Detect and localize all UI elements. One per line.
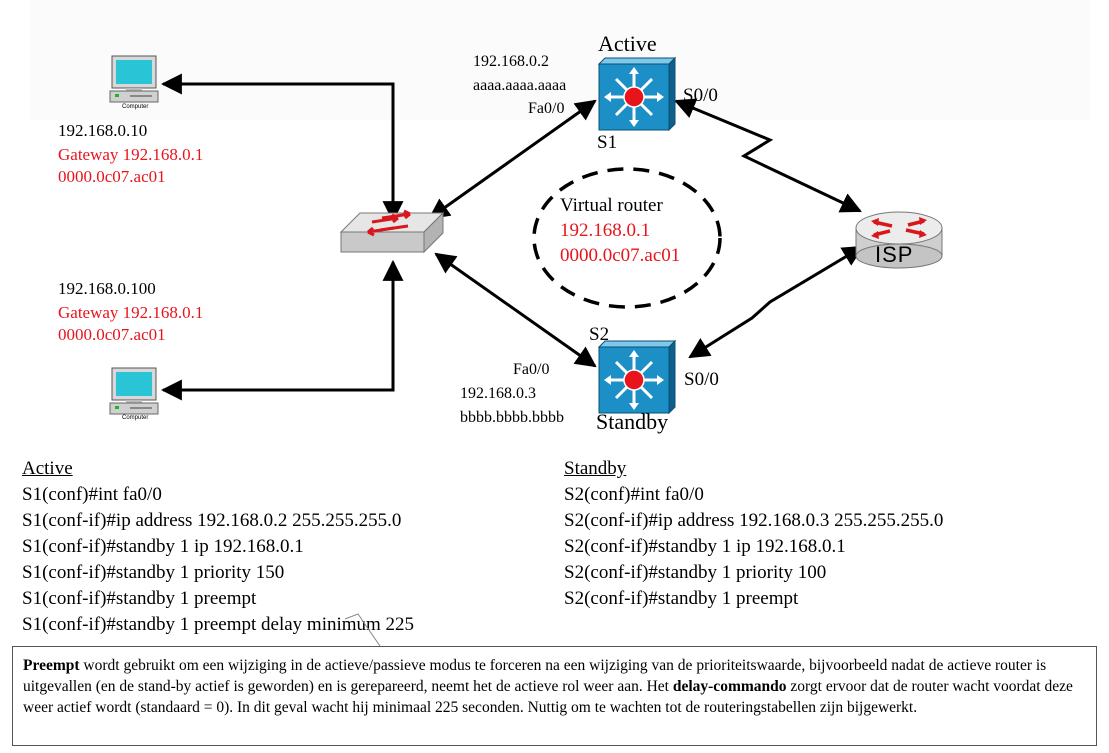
pc1-caption: Computer <box>122 104 149 110</box>
computer-icon-pc2 <box>109 367 159 415</box>
link-pc1-switch <box>160 73 404 223</box>
topology-diagram <box>109 55 943 415</box>
s2-ip: 192.168.0.3 <box>460 385 536 402</box>
link-switch-s2 <box>434 252 597 368</box>
standby-config-line: S2(conf-if)#standby 1 priority 100 <box>564 562 827 583</box>
active-config-line: S1(conf-if)#standby 1 preempt delay mini… <box>22 614 415 635</box>
active-config-line: S1(conf-if)#ip address 192.168.0.2 255.2… <box>22 510 402 531</box>
standby-config-line: S2(conf)#int fa0/0 <box>564 484 704 505</box>
s2-mac: bbbb.bbbb.bbbb <box>460 409 564 426</box>
pc2-caption: Computer <box>122 415 149 421</box>
s2-switch-icon <box>597 339 677 415</box>
standby-config-line: S2(conf-if)#standby 1 ip 192.168.0.1 <box>564 536 846 557</box>
virtual-router-label: Virtual router <box>560 195 663 216</box>
isp-label: ISP <box>875 242 914 267</box>
pc1-ip: 192.168.0.10 <box>58 121 148 140</box>
s2-s0-0-label: S0/0 <box>684 369 719 390</box>
pc1-mac: 0000.0c07.ac01 <box>58 167 166 186</box>
active-config-line: S1(conf-if)#standby 1 ip 192.168.0.1 <box>22 536 304 557</box>
s1-switch-icon <box>597 56 677 132</box>
active-config-line: S1(conf-if)#standby 1 preempt <box>22 588 257 609</box>
note-text-2: zorgt ervoor dat de router wacht voordat… <box>23 678 1073 716</box>
s2-fa0-0-label: Fa0/0 <box>513 361 550 378</box>
isp-router-icon <box>855 211 943 269</box>
active-config-line: S1(conf-if)#standby 1 priority 150 <box>22 562 285 583</box>
pc2-mac: 0000.0c07.ac01 <box>58 325 166 344</box>
link-switch-s1 <box>428 99 597 220</box>
pc2-ip: 192.168.0.100 <box>58 279 156 298</box>
standby-config-line: S2(conf-if)#standby 1 preempt <box>564 588 799 609</box>
pc2-gateway: Gateway 192.168.0.1 <box>58 303 204 322</box>
note-text-1: wordt gebruikt om een wijziging in de ac… <box>23 657 1047 695</box>
computer-icon-pc1 <box>109 55 159 103</box>
link-pc2-switch <box>160 259 404 401</box>
virtual-router-mac: 0000.0c07.ac01 <box>560 245 681 266</box>
s2-state-label: Standby <box>596 409 669 434</box>
s1-s0-0-label: S0/0 <box>683 85 718 106</box>
virtual-router-ellipse <box>532 167 722 309</box>
active-config-block: Active S1(conf)#int fa0/0 S1(conf-if)#ip… <box>22 456 414 638</box>
pc1-gateway: Gateway 192.168.0.1 <box>58 145 204 164</box>
link-s1-isp <box>674 98 862 213</box>
s1-fa0-0-label: Fa0/0 <box>528 100 565 117</box>
s2-name: S2 <box>589 324 610 345</box>
s1-name: S1 <box>597 132 618 153</box>
s1-ip: 192.168.0.2 <box>473 53 549 70</box>
standby-config-line: S2(conf-if)#ip address 192.168.0.3 255.2… <box>564 510 944 531</box>
lan-switch-icon <box>339 209 445 254</box>
standby-config-block: Standby S2(conf)#int fa0/0 S2(conf-if)#i… <box>564 456 943 612</box>
note-term-preempt: Preempt <box>23 657 80 674</box>
virtual-router-ip: 192.168.0.1 <box>560 220 651 241</box>
s1-state-label: Active <box>598 31 657 56</box>
active-config-heading: Active <box>22 458 73 479</box>
standby-config-heading: Standby <box>564 458 627 479</box>
active-config-line: S1(conf)#int fa0/0 <box>22 484 162 505</box>
s1-mac: aaaa.aaaa.aaaa <box>473 77 567 94</box>
preempt-note-box: Preempt wordt gebruikt om een wijziging … <box>12 646 1097 746</box>
note-term-delay: delay-commando <box>672 678 787 695</box>
link-s2-isp <box>688 245 864 359</box>
